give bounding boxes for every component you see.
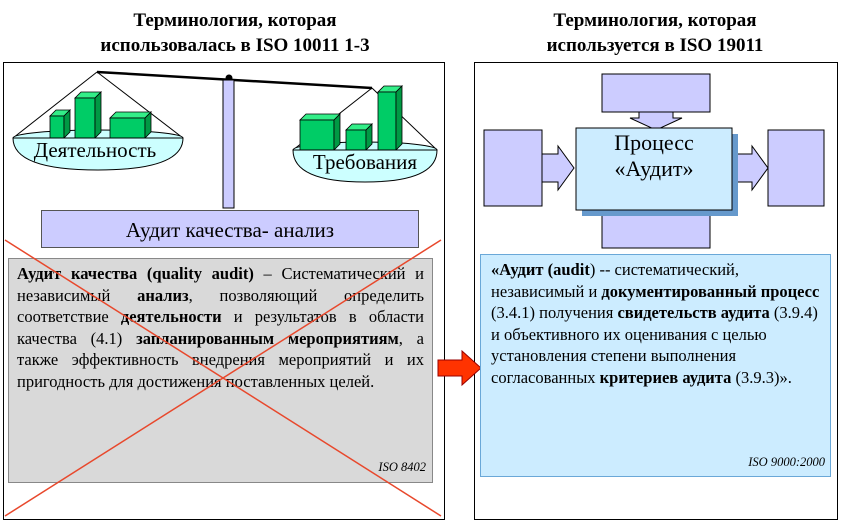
- right-output-box: [767, 129, 825, 207]
- left-heading: Терминология, которая использовалась в I…: [40, 8, 430, 58]
- process-box: [575, 127, 733, 211]
- scale-post: [222, 79, 235, 209]
- left-source: ISO 8402: [378, 460, 426, 474]
- cross-line-b: [4, 239, 442, 517]
- def-text: ) -- систематический, независимый и: [491, 260, 739, 301]
- transition-arrow: [437, 349, 482, 387]
- scale-right-label: Требования: [312, 150, 418, 174]
- def-bold: запланированным мероприятиям: [136, 328, 399, 348]
- right-bars: [299, 85, 403, 151]
- left-string: [12, 71, 98, 139]
- left-heading-line1: Терминология, которая: [133, 10, 337, 31]
- right-output-arrow: [735, 144, 769, 192]
- def-bold: критериев аудита: [599, 367, 732, 387]
- bottom-input-box: [601, 211, 711, 249]
- def-dash: –: [253, 264, 282, 283]
- left-pan-bowl: [12, 137, 184, 171]
- right-definition-box: «Аудит (audit) -- систематический, незав…: [480, 254, 831, 477]
- audit-quality-box: Аудит качества- анализ: [41, 210, 419, 248]
- def-bold: анализ: [137, 285, 189, 305]
- def-text: , позволяющий определить соответствие: [17, 285, 425, 327]
- def-text: , а также эффективность внедрения меропр…: [17, 328, 424, 391]
- process-diagram: [483, 73, 825, 249]
- scale-left-label: Деятельность: [33, 138, 157, 162]
- def-text: Систематический и независимый: [17, 264, 425, 305]
- def-term: Аудит качества (quality audit): [17, 264, 254, 283]
- def-bold: «Аудит (audit: [491, 260, 590, 279]
- right-heading-line1: Терминология, которая: [553, 10, 757, 31]
- def-text: (3.4.1) получения: [491, 303, 618, 322]
- process-label-line2: «Аудит»: [614, 156, 694, 181]
- left-heading-line2: использовалась в ISO 10011 1-3: [100, 35, 370, 56]
- right-pan-bowl: [292, 149, 438, 183]
- top-input-arrow: [629, 111, 683, 131]
- def-text: (3.9.4) и объективного их оценивания с ц…: [491, 303, 818, 387]
- def-bold: документированный процесс: [601, 281, 820, 301]
- left-definition-box: Аудит качества (quality audit) – Система…: [8, 258, 433, 483]
- process-label: Процесс «Аудит»: [576, 130, 732, 182]
- def-text: и результатов в области качества (4.1): [17, 307, 424, 348]
- red-arrow-icon: [437, 349, 482, 387]
- right-source: ISO 9000:2000: [748, 455, 825, 469]
- scale-illustration: [12, 70, 438, 209]
- right-heading: Терминология, которая используется в ISO…: [470, 8, 840, 58]
- left-bars: [49, 91, 152, 139]
- def-bold: свидетельств аудита: [617, 303, 770, 322]
- def-bold: деятельности: [120, 307, 222, 326]
- left-input-arrow: [541, 144, 575, 192]
- left-input-box: [483, 129, 543, 207]
- right-heading-line2: используется в ISO 19011: [546, 35, 764, 56]
- process-label-line1: Процесс: [614, 130, 694, 155]
- left-string: [96, 71, 184, 139]
- top-input-box: [601, 73, 711, 113]
- def-text: (3.9.3)».: [731, 367, 792, 387]
